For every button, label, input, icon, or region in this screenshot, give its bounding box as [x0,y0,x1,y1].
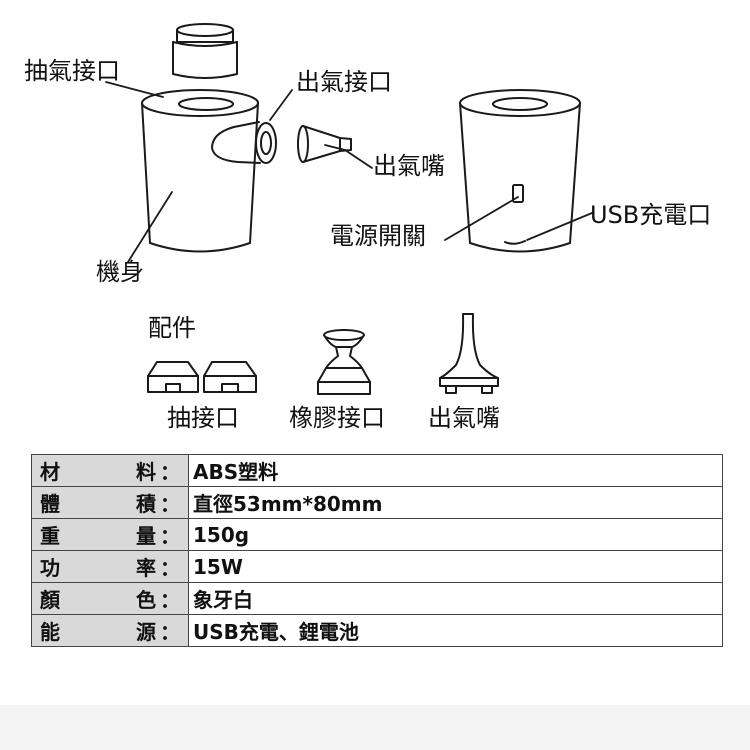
spec-key-char-2: 料 [136,460,156,484]
spec-colon: ： [160,524,180,548]
spec-key-char-1: 能 [40,620,60,644]
label-body: 機身 [96,258,144,286]
spec-key: 顏 色： [31,582,189,615]
label-power-switch: 電源開關 [330,222,426,250]
spec-key: 重 量： [31,518,189,551]
spec-value: 直徑53mm*80mm [188,486,723,519]
intake-adapter-drawing [172,23,238,79]
spec-key-char-1: 體 [40,492,60,516]
product-diagram [105,23,593,395]
label-usb-port: USB充電口 [590,201,712,229]
leader-lines [105,81,593,263]
spec-value: 15W [188,550,723,583]
accessory-outlet-nozzle [439,313,499,394]
label-intake-port: 抽氣接口 [24,57,120,85]
outlet-nozzle-drawing [297,125,352,163]
spec-key-char-2: 色 [136,588,156,612]
accessories-title: 配件 [148,314,196,342]
spec-key-char-1: 功 [40,556,60,580]
spec-key-char-2: 率 [136,556,156,580]
spec-key: 功 率： [31,550,189,583]
spec-row: 顏 色： 象牙白 [31,582,723,615]
spec-value: ABS塑料 [188,454,723,487]
accessory-intake-adapters [147,361,257,393]
spec-key: 能 源： [31,614,189,647]
pump-back-drawing [459,89,581,253]
spec-key-char-2: 積 [136,492,156,516]
spec-key-char-1: 材 [40,460,60,484]
spec-key-char-2: 源 [136,620,156,644]
spec-colon: ： [160,460,180,484]
usb-port-mark [504,240,526,245]
label-outlet-nozzle: 出氣嘴 [373,152,445,180]
spec-key: 體 積： [31,486,189,519]
label-accessory-rubber: 橡膠接口 [289,404,385,432]
spec-value: USB充電、鋰電池 [188,614,723,647]
label-outlet-port: 出氣接口 [296,68,392,96]
spec-colon: ： [160,620,180,644]
spec-key-char-2: 量 [136,524,156,548]
spec-row: 體 積： 直徑53mm*80mm [31,486,723,519]
spec-value: 象牙白 [188,582,723,615]
spec-row: 重 量： 150g [31,518,723,551]
spec-key-char-1: 顏 [40,588,60,612]
spec-row: 功 率： 15W [31,550,723,583]
pump-body-drawing [141,89,259,253]
spec-row: 材 料： ABS塑料 [31,454,723,487]
outlet-port-drawing [211,121,277,164]
label-accessory-nozzle: 出氣嘴 [428,404,500,432]
spec-key-char-1: 重 [40,524,60,548]
spec-colon: ： [160,492,180,516]
spec-row: 能 源： USB充電、鋰電池 [31,614,723,647]
power-switch-mark [512,184,524,203]
bottom-strip [0,705,750,750]
accessory-rubber-adapter [317,329,371,395]
spec-colon: ： [160,588,180,612]
label-accessory-intake: 抽接口 [167,404,239,432]
spec-colon: ： [160,556,180,580]
spec-key: 材 料： [31,454,189,487]
spec-value: 150g [188,518,723,551]
